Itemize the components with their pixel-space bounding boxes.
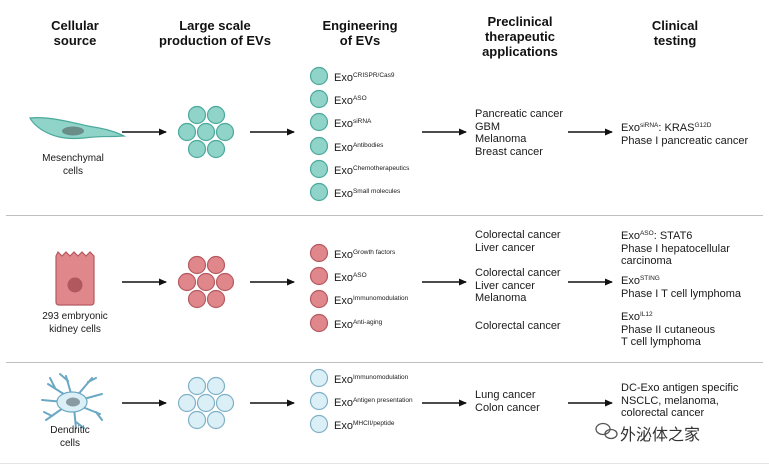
engineered-ev-dots-red — [309, 243, 329, 333]
exo-label: ExoAnti-aging — [334, 319, 383, 331]
engineered-ev-dots-teal — [309, 66, 329, 202]
exo-label: ExoSmall molecules — [334, 188, 401, 200]
clinical-entry: ExoIL12 Phase II cutaneous T cell lympho… — [621, 311, 716, 348]
clinical-entry: ExosiRNA: KRASG12D Phase I pancreatic ca… — [621, 122, 749, 147]
kidney-cell-icon — [55, 250, 95, 306]
preclinical-list: Lung cancer Colon cancer — [475, 389, 540, 414]
exo-label: ExoImmunomodulation — [334, 374, 409, 386]
ev-cluster-icon-red — [177, 255, 235, 309]
mesenchymal-cell-icon — [29, 117, 127, 140]
engineered-ev-dots-blue — [309, 368, 329, 434]
watermark: 外泌体之家 — [620, 427, 701, 444]
exo-label: ExoCRISPR/Cas9 — [334, 72, 395, 84]
preclinical-list: Colorectal cancer — [475, 320, 561, 332]
exo-label: ExoMHCII/peptide — [334, 420, 395, 432]
ev-cluster-icon-blue — [177, 376, 235, 430]
exo-label: ExoImmunomodulation — [334, 295, 409, 307]
clinical-entry: ExoSTING Phase I T cell lymphoma — [621, 275, 742, 300]
row-divider — [6, 362, 763, 363]
exo-label: ExoASO — [334, 95, 367, 107]
clinical-entry: DC-Exo antigen specific NSCLC, melanoma,… — [621, 382, 739, 419]
preclinical-list: Colorectal cancer Liver cancer Melanoma — [475, 267, 561, 304]
clinical-entry: ExoASO: STAT6 Phase I hepatocellular car… — [621, 230, 730, 267]
exo-label: ExoAntigen presentation — [334, 397, 413, 409]
preclinical-list: Colorectal cancer Liver cancer — [475, 229, 561, 254]
ev-cluster-icon-teal — [177, 105, 235, 159]
preclinical-list: Pancreatic cancer GBM Melanoma Breast ca… — [475, 108, 564, 158]
exo-label: ExoGrowth factors — [334, 249, 396, 261]
exo-label: ExoAntibodies — [334, 142, 384, 154]
dendritic-cell-body — [56, 391, 88, 413]
exo-label: ExosiRNA — [334, 118, 372, 130]
row-divider — [6, 215, 763, 216]
exo-label: ExoChemotherapeutics — [334, 165, 410, 177]
wechat-logo-icon — [595, 422, 618, 440]
exo-label: ExoASO — [334, 272, 367, 284]
